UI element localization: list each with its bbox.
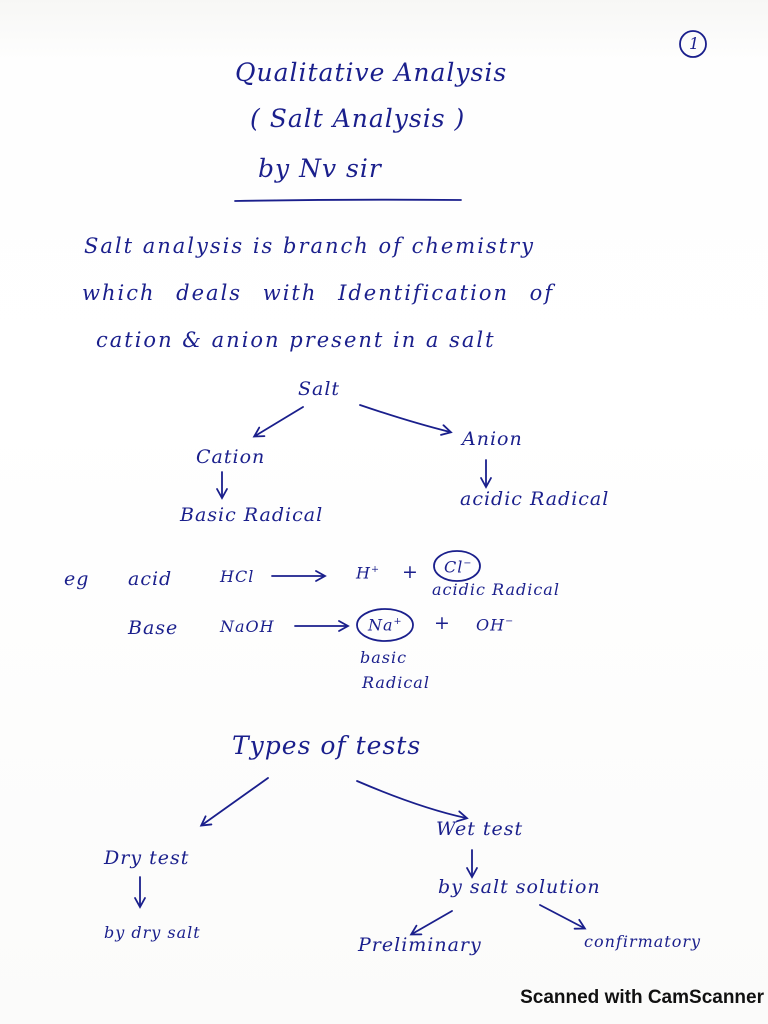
oh-ion: OH− xyxy=(476,617,514,633)
h-ion-charge: + xyxy=(370,564,380,575)
salt-tree-cation: Cation xyxy=(196,446,266,468)
solution-to-preliminary-arrow xyxy=(409,910,453,936)
eg-label: eg xyxy=(64,568,90,590)
salt-to-anion-arrow xyxy=(359,404,453,436)
page-title: Qualitative Analysis xyxy=(235,58,508,87)
oh-ion-symbol: OH xyxy=(476,615,506,635)
tests-tree-preliminary: Preliminary xyxy=(358,934,482,956)
author-byline: by Nv sir xyxy=(258,154,382,183)
cl-circle xyxy=(433,550,481,582)
camscanner-watermark: Scanned with CamScanner xyxy=(520,987,764,1008)
cl-ion-charge: − xyxy=(463,558,473,569)
salt-tree-root: Salt xyxy=(298,378,341,400)
definition-line-3: cation & anion present in a salt xyxy=(96,328,496,352)
title-underline xyxy=(234,198,462,202)
na-circle xyxy=(356,608,414,642)
page-number-circle xyxy=(679,30,707,58)
solution-to-confirmatory-arrow xyxy=(539,904,587,930)
tests-tree-dry-salt: by dry salt xyxy=(104,923,201,942)
salt-tree-anion: Anion xyxy=(462,428,523,450)
tests-tree-wet-test: Wet test xyxy=(436,818,524,840)
salt-tree-basic-radical: Basic Radical xyxy=(180,504,324,526)
oh-ion-charge: − xyxy=(505,616,515,627)
salt-tree-acidic-radical: acidic Radical xyxy=(460,488,610,510)
definition-line-2: which deals with Identification of xyxy=(82,281,555,305)
acidic-radical-note: acidic Radical xyxy=(432,580,560,599)
na-ion: Na+ xyxy=(368,617,403,633)
plus-sign-1: + xyxy=(402,561,419,583)
base-label: Base xyxy=(128,617,179,639)
tests-tree-confirmatory: confirmatory xyxy=(584,932,702,951)
na-ion-symbol: Na xyxy=(368,615,394,635)
page-number: 1 xyxy=(689,34,701,53)
tests-tree-salt-solution: by salt solution xyxy=(438,876,601,898)
tests-to-dry-arrow xyxy=(199,777,269,827)
tests-tree-root: Types of tests xyxy=(232,731,422,760)
definition-line-1: Salt analysis is branch of chemistry xyxy=(84,234,536,258)
h-ion-symbol: H xyxy=(356,563,371,583)
plus-sign-2: + xyxy=(434,612,451,634)
tests-to-wet-arrow xyxy=(356,780,469,823)
basic-radical-note-line2: Radical xyxy=(362,673,430,692)
na-ion-charge: + xyxy=(393,616,403,627)
basic-radical-note-line1: basic xyxy=(360,648,408,667)
acid-formula: HCl xyxy=(220,567,255,586)
page-subtitle: ( Salt Analysis ) xyxy=(250,104,466,133)
cl-ion-symbol: Cl xyxy=(444,557,464,577)
salt-to-cation-arrow xyxy=(252,406,304,438)
tests-tree-dry-test: Dry test xyxy=(104,847,190,869)
h-ion: H+ xyxy=(356,565,380,581)
cl-ion: Cl− xyxy=(444,559,472,575)
base-formula: NaOH xyxy=(220,617,275,636)
acid-label: acid xyxy=(128,568,173,590)
